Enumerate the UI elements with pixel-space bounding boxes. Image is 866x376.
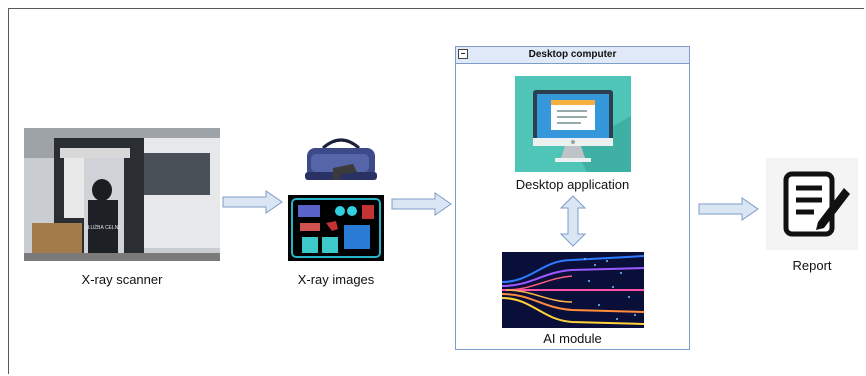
xray-scanner-photo: SŁUŻBA CELNA bbox=[24, 128, 220, 261]
desktop-app-label: Desktop application bbox=[515, 177, 630, 192]
bag-icon bbox=[305, 138, 377, 180]
report-icon bbox=[766, 158, 858, 250]
scanner-label: X-ray scanner bbox=[81, 272, 163, 287]
ai-module-label: AI module bbox=[543, 331, 602, 346]
desktop-computer-title: Desktop computer bbox=[528, 49, 617, 60]
canvas-frame bbox=[8, 8, 864, 374]
arrow-images-to-desktop bbox=[391, 192, 452, 216]
neural-network-image bbox=[502, 252, 644, 328]
images-label: X-ray images bbox=[297, 272, 375, 287]
collapse-toggle-icon[interactable]: − bbox=[458, 49, 468, 59]
monitor-icon bbox=[515, 76, 631, 172]
xray-scan-image bbox=[288, 195, 384, 261]
svg-text:SŁUŻBA CELNA: SŁUŻBA CELNA bbox=[84, 224, 122, 231]
arrow-desktop-to-report bbox=[698, 197, 759, 221]
arrow-scanner-to-images bbox=[222, 190, 283, 214]
arrow-app-ai-bidirectional bbox=[560, 195, 586, 247]
desktop-computer-header: − Desktop computer bbox=[456, 47, 689, 64]
report-label: Report bbox=[792, 258, 832, 273]
